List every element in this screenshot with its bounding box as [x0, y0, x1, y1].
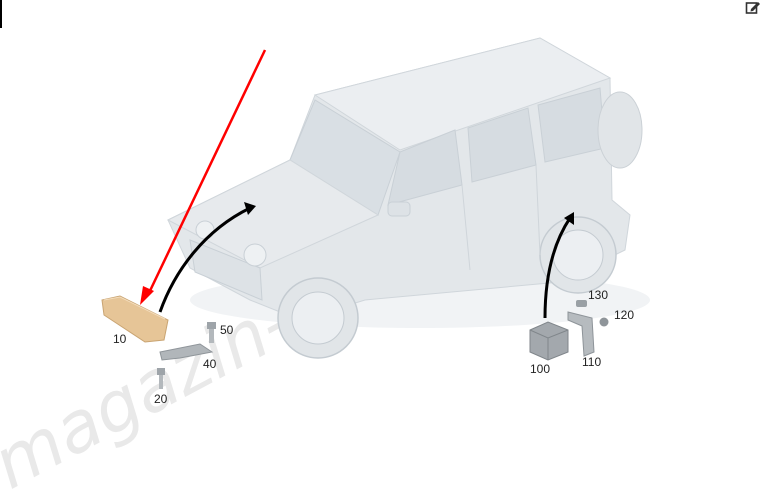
callout-110[interactable]: 110	[582, 355, 601, 369]
part-120-nut[interactable]	[599, 317, 609, 327]
vehicle-illustration	[166, 37, 650, 359]
edit-icon	[745, 2, 760, 14]
part-100-module[interactable]	[529, 321, 569, 361]
edit-button[interactable]	[745, 0, 761, 16]
part-40-bracket[interactable]	[159, 343, 214, 361]
part-50-bolt[interactable]	[207, 322, 216, 343]
callout-130[interactable]: 130	[588, 288, 608, 302]
callout-120[interactable]: 120	[614, 308, 634, 322]
callout-100[interactable]: 100	[530, 362, 550, 376]
rear-pointer-arrow	[543, 217, 572, 319]
part-20-bolt[interactable]	[157, 368, 165, 389]
callout-50[interactable]: 50	[220, 323, 234, 337]
part-130-clip[interactable]	[576, 300, 587, 307]
callout-20[interactable]: 20	[154, 392, 168, 406]
front-pointer-arrow	[158, 206, 251, 313]
red-arrow-head	[140, 286, 154, 305]
red-arrow-line	[146, 49, 267, 296]
part-110-bracket[interactable]	[567, 311, 595, 357]
callout-40[interactable]: 40	[203, 357, 217, 371]
callout-10[interactable]: 10	[113, 332, 127, 346]
part-10-panel[interactable]	[101, 295, 169, 343]
left-edge-rule	[0, 0, 2, 28]
